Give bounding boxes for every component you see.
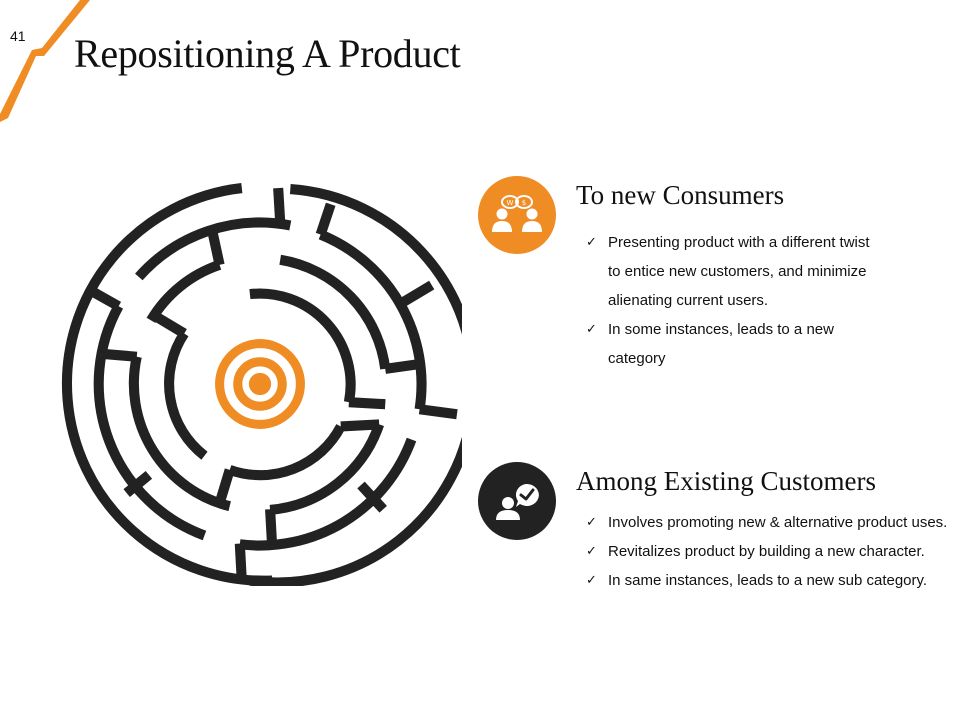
bullet-list: ✓Involves promoting new & alternative pr… bbox=[586, 508, 956, 595]
list-item: ✓In some instances, leads to a new categ… bbox=[586, 315, 876, 373]
check-icon: ✓ bbox=[586, 235, 597, 250]
lightning-bolt-icon bbox=[0, 0, 90, 122]
check-icon: ✓ bbox=[586, 573, 597, 588]
page-title: Repositioning A Product bbox=[74, 31, 461, 76]
list-item: ✓Revitalizes product by building a new c… bbox=[586, 537, 956, 566]
list-item: ✓Presenting product with a different twi… bbox=[586, 228, 876, 315]
svg-text:W: W bbox=[507, 199, 514, 207]
maze-with-target-icon bbox=[61, 183, 462, 586]
user-check-chat-icon bbox=[478, 462, 556, 540]
svg-text:$: $ bbox=[522, 199, 526, 207]
people-exchange-icon: W $ bbox=[478, 176, 556, 254]
list-item: ✓Involves promoting new & alternative pr… bbox=[586, 508, 956, 537]
check-icon: ✓ bbox=[586, 322, 597, 337]
section-title: Among Existing Customers bbox=[576, 466, 877, 496]
check-icon: ✓ bbox=[586, 515, 597, 530]
slide-number: 41 bbox=[10, 28, 26, 44]
list-item: ✓In same instances, leads to a new sub c… bbox=[586, 566, 956, 595]
bullet-list: ✓Presenting product with a different twi… bbox=[586, 228, 876, 373]
check-icon: ✓ bbox=[586, 544, 597, 559]
section-title: To new Consumers bbox=[576, 180, 785, 210]
